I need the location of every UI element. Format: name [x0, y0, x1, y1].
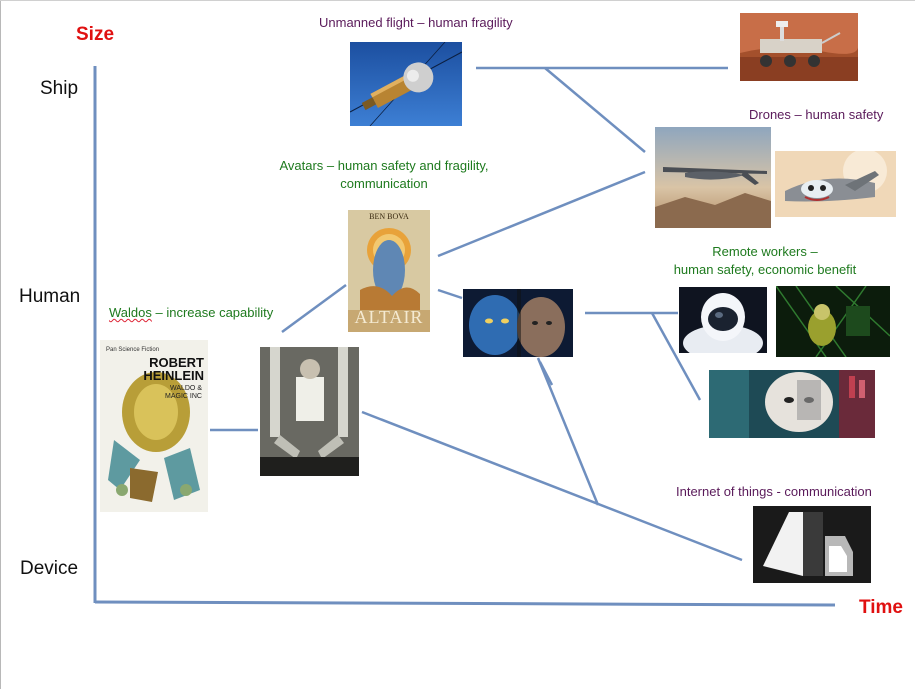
- waldo-book-publisher: Pan Science Fiction: [106, 347, 160, 353]
- label-avatars-line1: Avatars – human safety and fragility,: [279, 158, 489, 173]
- connector-avatar-iot: [536, 357, 600, 506]
- waldo-book-author-2: HEINLEIN: [143, 368, 204, 383]
- x-axis-title: Time: [859, 597, 904, 618]
- waldo-manipulator-image: [260, 347, 359, 476]
- label-remote-line1: Remote workers –: [712, 244, 818, 259]
- connector-waldo-iot: [361, 410, 743, 562]
- label-unmanned-flight: Unmanned flight – human fragility: [319, 15, 513, 30]
- y-level-human: Human: [19, 286, 81, 307]
- label-remote-line2: human safety, economic benefit: [673, 262, 857, 277]
- slide-left-border: [0, 0, 1, 689]
- iot-device-image: [753, 506, 871, 583]
- hazmat-worker-image: [679, 287, 767, 353]
- animated-plane-image: [775, 151, 896, 217]
- label-waldos: Waldos – increase capability: [109, 305, 273, 320]
- connector-waldo-altair: [281, 283, 347, 334]
- waldo-book-title-1: WALDO &: [169, 385, 202, 392]
- lab-worker-image: [776, 286, 890, 357]
- robot-face-image: [709, 370, 875, 438]
- label-waldos-rest: – increase capability: [151, 305, 274, 320]
- connector-altair-drone: [437, 170, 646, 258]
- connector-avatar-mark: [538, 361, 554, 386]
- label-iot: Internet of things - communication: [676, 484, 872, 499]
- waldo-book-title-2: MAGIC INC: [165, 393, 202, 400]
- connector-vostok-drone: [544, 67, 646, 153]
- waldo-book-author-1: ROBERT: [149, 355, 204, 370]
- x-axis: [94, 600, 836, 607]
- book-cover-waldo: Pan Science Fiction ROBERT HEINLEIN WALD…: [100, 340, 208, 512]
- connector-altair-avatar: [437, 288, 463, 300]
- mars-rover-image: [740, 13, 858, 81]
- label-drones: Drones – human safety: [749, 107, 884, 122]
- y-level-ship: Ship: [40, 78, 79, 99]
- y-axis-title: Size: [76, 24, 115, 45]
- predator-drone-image: [655, 127, 771, 228]
- avatar-film-image: [463, 289, 573, 357]
- book-cover-altair: BEN BOVA ALTAIR: [348, 210, 430, 332]
- slide-top-border: [0, 0, 915, 1]
- y-level-device: Device: [20, 558, 79, 579]
- label-avatars-line2: communication: [340, 176, 428, 191]
- altair-author: BEN BOVA: [369, 212, 409, 221]
- altair-title: ALTAIR: [354, 307, 424, 327]
- label-waldos-word: Waldos: [109, 305, 152, 320]
- connector-remote-branch: [650, 312, 702, 401]
- vostok-spacecraft-image: [350, 42, 462, 126]
